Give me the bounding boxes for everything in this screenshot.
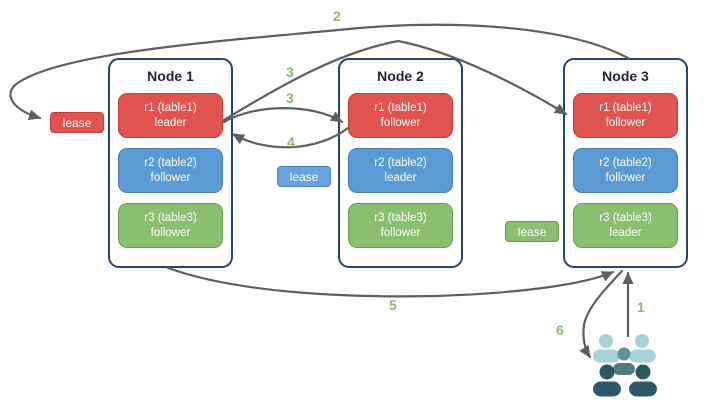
- replica-role: follower: [150, 226, 191, 239]
- lease-badge-table3: lease: [505, 221, 559, 242]
- step-label-5: 5: [389, 297, 397, 313]
- replica-name: r2 (table2): [144, 156, 197, 169]
- replica-name: r3 (table3): [144, 211, 197, 224]
- replica-role: follower: [380, 116, 421, 129]
- node-2-replica-r1: r1 (table1) follower: [348, 93, 453, 138]
- replica-name: r1 (table1): [144, 101, 197, 114]
- node-1-title: Node 1: [147, 68, 194, 84]
- replica-role: follower: [605, 171, 646, 184]
- node-1-replica-r2: r2 (table2) follower: [118, 148, 223, 193]
- node-3-replica-r3: r3 (table3) leader: [573, 203, 678, 248]
- node-3-replica-r2: r2 (table2) follower: [573, 148, 678, 193]
- node-2-replica-r3: r3 (table3) follower: [348, 203, 453, 248]
- node-3-replica-r1: r1 (table1) follower: [573, 93, 678, 138]
- node-2-title: Node 2: [377, 68, 424, 84]
- replica-role: follower: [380, 226, 421, 239]
- step-label-3b: 3: [286, 90, 294, 106]
- node-2-box: Node 2 r1 (table1) follower r2 (table2) …: [338, 58, 463, 268]
- arrow-step-3-replicate-to-node2: [222, 107, 344, 124]
- replica-name: r3 (table3): [599, 211, 652, 224]
- step-label-4: 4: [287, 134, 295, 150]
- replica-name: r2 (table2): [599, 156, 652, 169]
- replica-role: leader: [384, 171, 417, 184]
- replica-role: leader: [609, 226, 642, 239]
- users-group-icon: [593, 334, 657, 397]
- node-1-box: Node 1 r1 (table1) leader r2 (table2) fo…: [108, 58, 233, 268]
- node-1-replica-r3: r3 (table3) follower: [118, 203, 223, 248]
- lease-badge-table1: lease: [50, 112, 104, 133]
- arrow-step-5-response-to-gateway: [166, 266, 615, 298]
- replica-role: leader: [154, 116, 187, 129]
- replica-name: r2 (table2): [374, 156, 427, 169]
- step-label-1: 1: [637, 299, 645, 315]
- step-label-2: 2: [333, 8, 341, 24]
- replica-name: r3 (table3): [374, 211, 427, 224]
- step-label-6: 6: [556, 322, 564, 338]
- node-3-title: Node 3: [602, 68, 649, 84]
- replica-name: r1 (table1): [599, 101, 652, 114]
- step-label-3a: 3: [286, 64, 294, 80]
- replica-name: r1 (table1): [374, 101, 427, 114]
- node-2-replica-r2: r2 (table2) leader: [348, 148, 453, 193]
- arrow-step-2-route-to-leaseholder: [9, 23, 630, 121]
- node-3-box: Node 3 r1 (table1) follower r2 (table2) …: [563, 58, 688, 268]
- replica-role: follower: [150, 171, 191, 184]
- lease-badge-table2: lease: [277, 166, 331, 187]
- node-1-replica-r1: r1 (table1) leader: [118, 93, 223, 138]
- replica-role: follower: [605, 116, 646, 129]
